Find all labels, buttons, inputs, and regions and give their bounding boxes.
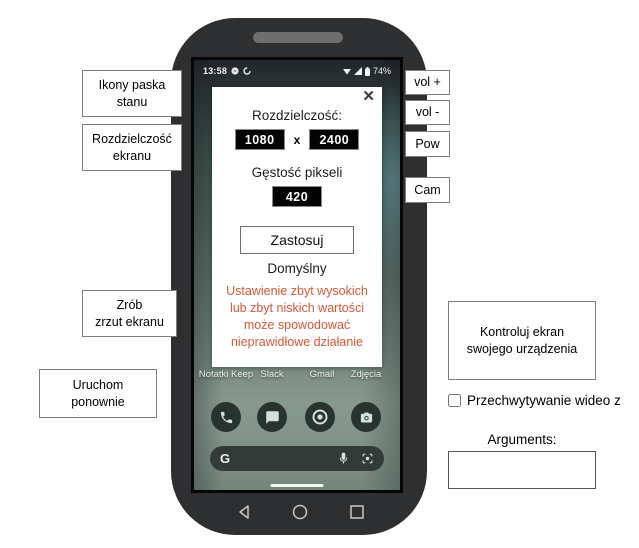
- chrome-app-icon[interactable]: [305, 402, 335, 432]
- google-logo-icon: G: [220, 451, 231, 466]
- nav-home-icon[interactable]: [292, 504, 308, 520]
- video-capture-label: Przechwytywanie wideo z: [467, 393, 621, 408]
- status-bar-icons-button[interactable]: Ikony paska stanu: [82, 70, 182, 117]
- close-icon[interactable]: ✕: [362, 88, 375, 105]
- nav-recents-icon[interactable]: [350, 505, 364, 519]
- density-value-field[interactable]: 420: [272, 186, 322, 207]
- reboot-button[interactable]: Uruchom ponownie: [39, 369, 157, 418]
- arguments-input[interactable]: [448, 451, 596, 489]
- arguments-label: Arguments:: [487, 432, 557, 447]
- messenger-notification-icon: [231, 67, 239, 75]
- google-search-bar[interactable]: G: [210, 446, 384, 471]
- volume-up-button[interactable]: vol +: [405, 70, 450, 95]
- wifi-icon: [342, 67, 351, 75]
- data-saver-icon: [243, 67, 251, 75]
- resolution-dialog: ✕ Rozdzielczość: 1080 x 2400 Gęstość pik…: [212, 87, 382, 367]
- camera-button[interactable]: Cam: [405, 177, 450, 203]
- earpiece-speaker: [253, 32, 343, 43]
- phone-screen: 13:58 74%: [191, 57, 403, 493]
- battery-icon: [364, 66, 370, 76]
- battery-percent: 74%: [372, 66, 391, 76]
- app-label-photos[interactable]: Zdjęcia: [350, 369, 382, 380]
- default-button[interactable]: Domyślny: [267, 261, 327, 276]
- microphone-icon[interactable]: [338, 452, 349, 465]
- apply-button[interactable]: Zastosuj: [240, 226, 354, 254]
- video-capture-row: Przechwytywanie wideo z: [448, 393, 621, 408]
- video-capture-checkbox[interactable]: [448, 394, 461, 407]
- warning-text: Ustawienie zbyt wysokich lub zbyt niskic…: [226, 284, 368, 349]
- screen-resolution-button[interactable]: Rozdzielczość ekranu: [82, 124, 182, 171]
- messages-app-icon[interactable]: [257, 402, 287, 432]
- phone-app-icon[interactable]: [211, 402, 241, 432]
- times-label: x: [293, 132, 301, 147]
- density-label: Gęstość pikseli: [251, 165, 343, 180]
- take-screenshot-button[interactable]: Zrób zrzut ekranu: [82, 290, 177, 337]
- app-label-keep[interactable]: Notatki Keep: [198, 369, 254, 380]
- width-value-field[interactable]: 1080: [234, 129, 285, 150]
- resolution-row: 1080 x 2400: [212, 129, 382, 150]
- dialog-title: Rozdzielczość:: [251, 108, 343, 123]
- power-button[interactable]: Pow: [405, 131, 450, 157]
- volume-down-button[interactable]: vol -: [405, 100, 450, 125]
- nav-back-icon[interactable]: [236, 504, 252, 520]
- control-screen-button[interactable]: Kontroluj ekran swojego urządzenia: [448, 301, 596, 380]
- clock: 13:58: [203, 66, 228, 76]
- status-bar: 13:58 74%: [194, 60, 400, 82]
- app-label-gmail[interactable]: Gmail: [309, 369, 335, 380]
- google-lens-icon[interactable]: [361, 452, 374, 465]
- app-label-slack[interactable]: Slack: [260, 369, 284, 380]
- home-indicator[interactable]: [270, 484, 324, 487]
- cellular-signal-icon: [353, 67, 362, 75]
- camera-app-icon[interactable]: [351, 402, 381, 432]
- height-value-field[interactable]: 2400: [309, 129, 360, 150]
